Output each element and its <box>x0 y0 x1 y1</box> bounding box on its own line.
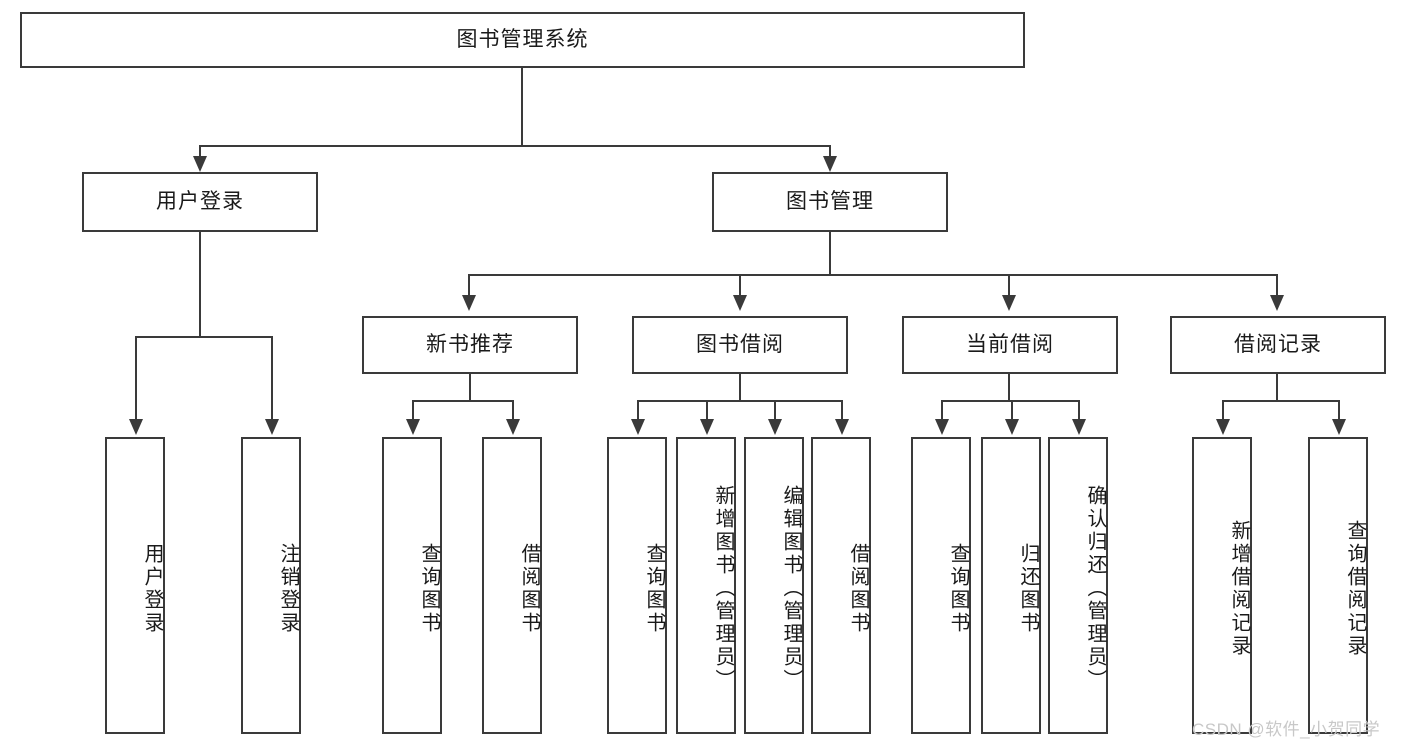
connector-user-login-bus <box>135 336 273 338</box>
arrow-to-leaf-borrow-query-book <box>631 419 645 435</box>
node-label: 新增图书（管理员） <box>712 485 734 692</box>
arrow-to-leaf-cur-query-book <box>935 419 949 435</box>
arrow-to-borrow-record <box>1270 295 1284 311</box>
leaf-cur-confirm-return[interactable]: 确认归还（管理员） <box>1048 437 1108 734</box>
arrow-to-leaf-rec-query-book <box>406 419 420 435</box>
connector-borrow-record-stem <box>1276 374 1278 400</box>
connector-current-borrow-bus <box>941 400 1079 402</box>
connector-level3-drop-3 <box>1008 274 1010 298</box>
node-current-borrow[interactable]: 当前借阅 <box>902 316 1118 374</box>
node-label: 编辑图书（管理员） <box>780 485 802 692</box>
node-borrow-record[interactable]: 借阅记录 <box>1170 316 1386 374</box>
node-label: 用户登录 <box>156 190 244 214</box>
connector-new-book-rec-drop-1 <box>412 400 414 422</box>
node-label: 图书管理 <box>786 190 874 214</box>
leaf-rec-add-record[interactable]: 新增借阅记录 <box>1192 437 1252 734</box>
connector-root-stem <box>521 68 523 145</box>
connector-borrow-record-bus <box>1222 400 1340 402</box>
arrow-to-leaf-borrow-borrow-book <box>835 419 849 435</box>
connector-level3-bus <box>468 274 1278 276</box>
node-label: 查询图书 <box>643 542 665 635</box>
arrow-to-leaf-logout <box>265 419 279 435</box>
connector-level2-drop-left <box>199 145 201 163</box>
leaf-borrow-add-book[interactable]: 新增图书（管理员） <box>676 437 736 734</box>
leaf-borrow-query-book[interactable]: 查询图书 <box>607 437 667 734</box>
leaf-cur-query-book[interactable]: 查询图书 <box>911 437 971 734</box>
connector-book-borrow-drop-3 <box>774 400 776 422</box>
csdn-watermark: CSDN @软件_小贺同学 <box>1192 720 1381 739</box>
node-label: 借阅记录 <box>1234 333 1322 357</box>
node-label: 确认归还（管理员） <box>1084 485 1106 692</box>
arrow-to-user-login <box>193 156 207 172</box>
connector-book-borrow-drop-2 <box>706 400 708 422</box>
connector-current-borrow-drop-1 <box>941 400 943 422</box>
node-label: 图书管理系统 <box>456 28 589 52</box>
arrow-to-new-book-rec <box>462 295 476 311</box>
connector-level3-drop-2 <box>739 274 741 298</box>
connector-borrow-record-drop-1 <box>1222 400 1224 422</box>
connector-book-borrow-drop-4 <box>841 400 843 422</box>
connector-new-book-rec-drop-2 <box>512 400 514 422</box>
arrow-to-book-manage <box>823 156 837 172</box>
node-label: 新书推荐 <box>426 333 514 357</box>
connector-new-book-rec-bus <box>412 400 514 402</box>
leaf-cur-return-book[interactable]: 归还图书 <box>981 437 1041 734</box>
node-label: 图书借阅 <box>696 333 784 357</box>
leaf-logout[interactable]: 注销登录 <box>241 437 301 734</box>
node-root-book-management-system[interactable]: 图书管理系统 <box>20 12 1025 68</box>
node-label: 注销登录 <box>277 542 299 635</box>
node-label: 新增借阅记录 <box>1228 519 1250 658</box>
arrow-to-leaf-borrow-edit-book <box>768 419 782 435</box>
arrow-to-leaf-cur-return-book <box>1005 419 1019 435</box>
node-book-management[interactable]: 图书管理 <box>712 172 948 232</box>
connector-book-borrow-bus <box>637 400 842 402</box>
arrow-to-leaf-cur-confirm-return <box>1072 419 1086 435</box>
arrow-to-leaf-rec-query-record <box>1332 419 1346 435</box>
arrow-to-leaf-rec-borrow-book <box>506 419 520 435</box>
connector-new-book-rec-stem <box>469 374 471 400</box>
node-label: 用户登录 <box>141 542 163 635</box>
arrow-to-leaf-borrow-add-book <box>700 419 714 435</box>
node-new-book-recommend[interactable]: 新书推荐 <box>362 316 578 374</box>
arrow-to-current-borrow <box>1002 295 1016 311</box>
connector-current-borrow-drop-2 <box>1011 400 1013 422</box>
leaf-user-login[interactable]: 用户登录 <box>105 437 165 734</box>
connector-borrow-record-drop-2 <box>1338 400 1340 422</box>
node-label: 借阅图书 <box>518 542 540 635</box>
connector-current-borrow-stem <box>1008 374 1010 400</box>
connector-book-borrow-drop-1 <box>637 400 639 422</box>
arrow-to-book-borrow <box>733 295 747 311</box>
connector-user-login-drop-2 <box>271 336 273 422</box>
connector-level3-drop-4 <box>1276 274 1278 298</box>
leaf-borrow-borrow-book[interactable]: 借阅图书 <box>811 437 871 734</box>
connector-user-login-stem <box>199 232 201 336</box>
node-label: 查询借阅记录 <box>1344 519 1366 658</box>
connector-user-login-drop-1 <box>135 336 137 422</box>
connector-level2-drop-right <box>829 145 831 163</box>
arrow-to-leaf-user-login <box>129 419 143 435</box>
leaf-rec-query-book[interactable]: 查询图书 <box>382 437 442 734</box>
connector-level3-drop-1 <box>468 274 470 298</box>
arrow-to-leaf-rec-add-record <box>1216 419 1230 435</box>
node-user-login[interactable]: 用户登录 <box>82 172 318 232</box>
node-label: 当前借阅 <box>966 333 1054 357</box>
connector-level2-bus <box>199 145 831 147</box>
connector-book-borrow-stem <box>739 374 741 400</box>
node-label: 查询图书 <box>947 542 969 635</box>
connector-current-borrow-drop-3 <box>1078 400 1080 422</box>
node-book-borrow[interactable]: 图书借阅 <box>632 316 848 374</box>
leaf-rec-borrow-book[interactable]: 借阅图书 <box>482 437 542 734</box>
leaf-rec-query-record[interactable]: 查询借阅记录 <box>1308 437 1368 734</box>
node-label: 借阅图书 <box>847 542 869 635</box>
connector-book-manage-stem <box>829 232 831 274</box>
node-label: 查询图书 <box>418 542 440 635</box>
leaf-borrow-edit-book[interactable]: 编辑图书（管理员） <box>744 437 804 734</box>
node-label: 归还图书 <box>1017 542 1039 635</box>
